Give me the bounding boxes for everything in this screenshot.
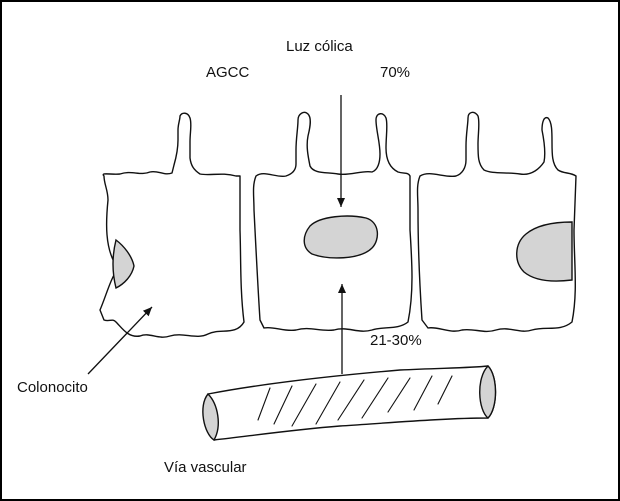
label-colonocyte: Colonocito <box>17 379 88 396</box>
nucleus-middle <box>304 216 377 258</box>
colonocyte-cell-right <box>418 112 577 331</box>
blood-vessel <box>203 366 496 440</box>
vessel-end-left <box>203 394 218 440</box>
nucleus-left <box>113 240 134 288</box>
nucleus-right <box>517 222 572 281</box>
colonocyte-cell-left <box>100 113 244 337</box>
arrow-colonocyte <box>88 307 152 374</box>
label-agcc: AGCC <box>206 64 250 81</box>
label-lumen: Luz cólica <box>286 38 353 55</box>
vessel-end-right <box>480 366 496 418</box>
colonocyte-cell-middle <box>254 112 413 331</box>
label-vascular: Vía vascular <box>164 459 247 476</box>
label-pct-vascular: 21-30% <box>370 332 422 349</box>
label-pct-lumen: 70% <box>380 64 410 81</box>
vessel-hatching <box>258 376 452 426</box>
